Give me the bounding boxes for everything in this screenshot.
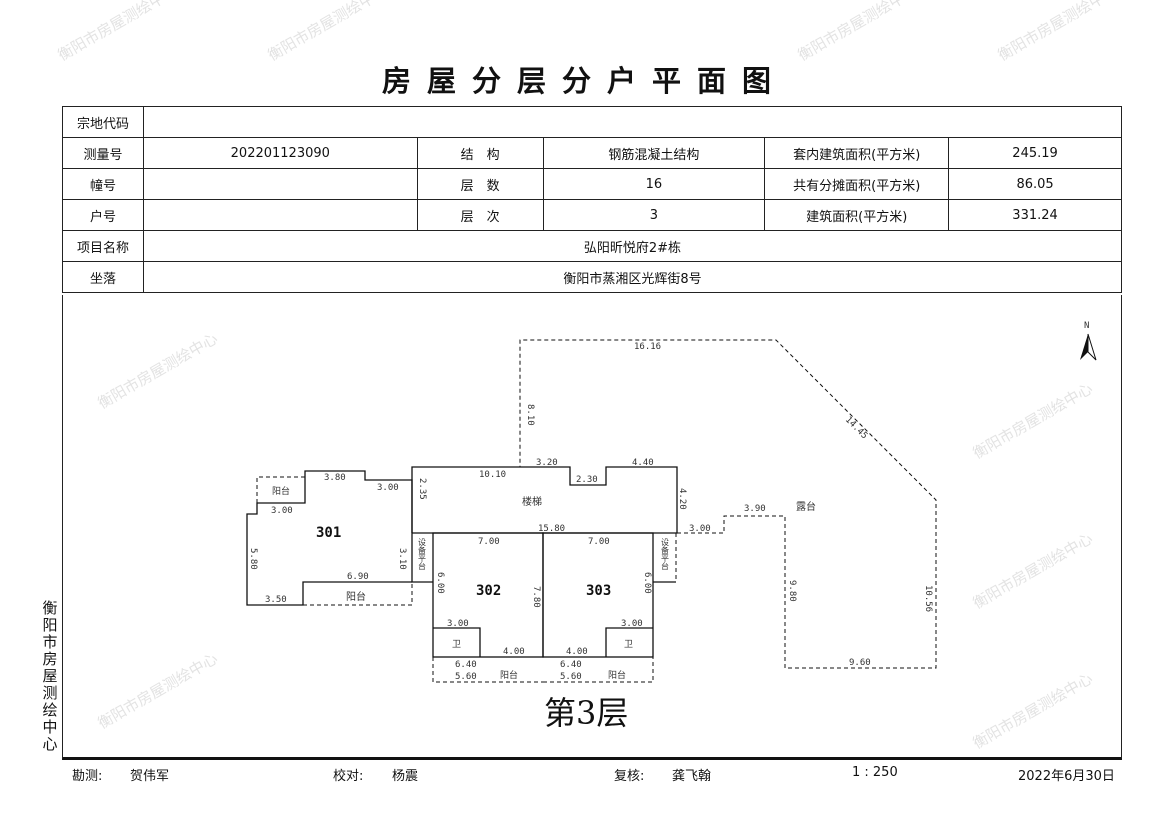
dim: 6.90 <box>347 572 369 582</box>
document-title: 房屋分层分户平面图 <box>381 64 787 98</box>
dim: 9.80 <box>787 580 797 602</box>
toilet-303 <box>605 627 653 657</box>
room-stairs: 楼梯 <box>522 495 542 508</box>
dim: 3.10 <box>397 548 407 570</box>
dim: 2.30 <box>576 475 598 485</box>
dim: 5.60 <box>455 672 477 682</box>
balcony-302 <box>432 657 543 683</box>
scale: 1 : 250 <box>852 765 898 780</box>
balcony-301-top <box>256 476 305 503</box>
dim: 3.50 <box>265 595 287 605</box>
dim: 10.10 <box>479 470 506 480</box>
room-balcony: 阳台 <box>608 669 626 681</box>
dim: 4.20 <box>677 488 687 510</box>
room-balcony: 阳台 <box>500 669 518 681</box>
label: 幢号 <box>62 168 144 200</box>
toilet-302 <box>433 627 481 657</box>
room-303: 303 <box>586 583 611 599</box>
dim: 5.80 <box>248 548 258 570</box>
checker-name: 杨震 <box>392 769 419 784</box>
north-arrow: N <box>1080 321 1097 361</box>
room-terrace: 露台 <box>796 500 816 513</box>
dim: 4.00 <box>566 647 588 657</box>
dim: 6.00 <box>642 572 652 594</box>
dim: 10.56 <box>923 585 933 612</box>
surveyor-name: 贺伟军 <box>130 769 170 784</box>
dim: 3.90 <box>744 504 766 514</box>
dim: 5.60 <box>560 672 582 682</box>
dim: 9.60 <box>849 658 871 668</box>
label: 宗地代码 <box>62 106 144 138</box>
room-301: 301 <box>316 525 341 541</box>
unit-301-outline <box>246 470 413 606</box>
dim: 8.10 <box>525 404 535 426</box>
dim: 6.40 <box>455 660 477 670</box>
dim: 4.40 <box>632 458 654 468</box>
label: 项目名称 <box>62 230 144 262</box>
value: 3 <box>542 199 766 231</box>
value: 衡阳市蒸湘区光辉街8号 <box>142 261 1123 293</box>
dim: 2.35 <box>417 478 427 500</box>
plan-frame <box>62 295 1122 760</box>
value: 钢筋混凝土结构 <box>542 137 766 169</box>
surveyor-label: 勘测: <box>72 769 103 784</box>
value: 331.24 <box>948 199 1122 231</box>
terrace-outline <box>519 339 937 669</box>
room-toilet: 卫 <box>452 640 461 650</box>
dim: 14.45 <box>843 415 869 441</box>
north-label: N <box>1084 321 1089 331</box>
unit-303-outline <box>542 532 654 658</box>
value: 16 <box>542 168 766 200</box>
side-vertical-text: 衡阳市房屋测绘中心 <box>42 599 58 753</box>
room-302: 302 <box>476 583 501 599</box>
dim: 7.80 <box>531 586 541 608</box>
dim: 3.00 <box>377 483 399 493</box>
reviewer-name: 龚飞翰 <box>672 769 712 784</box>
floor-title: 第3层 <box>544 694 628 732</box>
dimension-labels: 16.16 8.10 14.45 3.20 4.40 10.10 2.30 3.… <box>248 342 933 682</box>
stairs-outline <box>411 466 678 534</box>
dim: 6.00 <box>435 572 445 594</box>
dim: 15.80 <box>538 524 565 534</box>
room-toilet: 卫 <box>624 640 633 650</box>
dim: 7.00 <box>588 537 610 547</box>
room-platform: 设备平台 <box>418 537 427 571</box>
dim: 3.00 <box>689 524 711 534</box>
value: 245.19 <box>948 137 1122 169</box>
label: 建筑面积(平方米) <box>764 199 950 231</box>
room-balcony: 阳台 <box>346 590 366 603</box>
checker-label: 校对: <box>333 769 364 784</box>
dim: 3.80 <box>324 473 346 483</box>
reviewer-label: 复核: <box>614 769 645 784</box>
dim: 3.00 <box>621 619 643 629</box>
dim: 3.00 <box>447 619 469 629</box>
balcony-301-bottom <box>303 582 413 606</box>
room-platform: 设备平台 <box>661 537 670 571</box>
dim: 3.20 <box>536 458 558 468</box>
dim: 3.00 <box>271 506 293 516</box>
dim: 7.00 <box>478 537 500 547</box>
platform-left <box>411 533 433 583</box>
dim: 4.00 <box>503 647 525 657</box>
balcony-303 <box>543 657 654 683</box>
dim: 16.16 <box>634 342 661 352</box>
room-balcony: 阳台 <box>272 485 290 497</box>
dim: 6.40 <box>560 660 582 670</box>
value: 86.05 <box>948 168 1122 200</box>
date: 2022年6月30日 <box>1018 769 1115 784</box>
